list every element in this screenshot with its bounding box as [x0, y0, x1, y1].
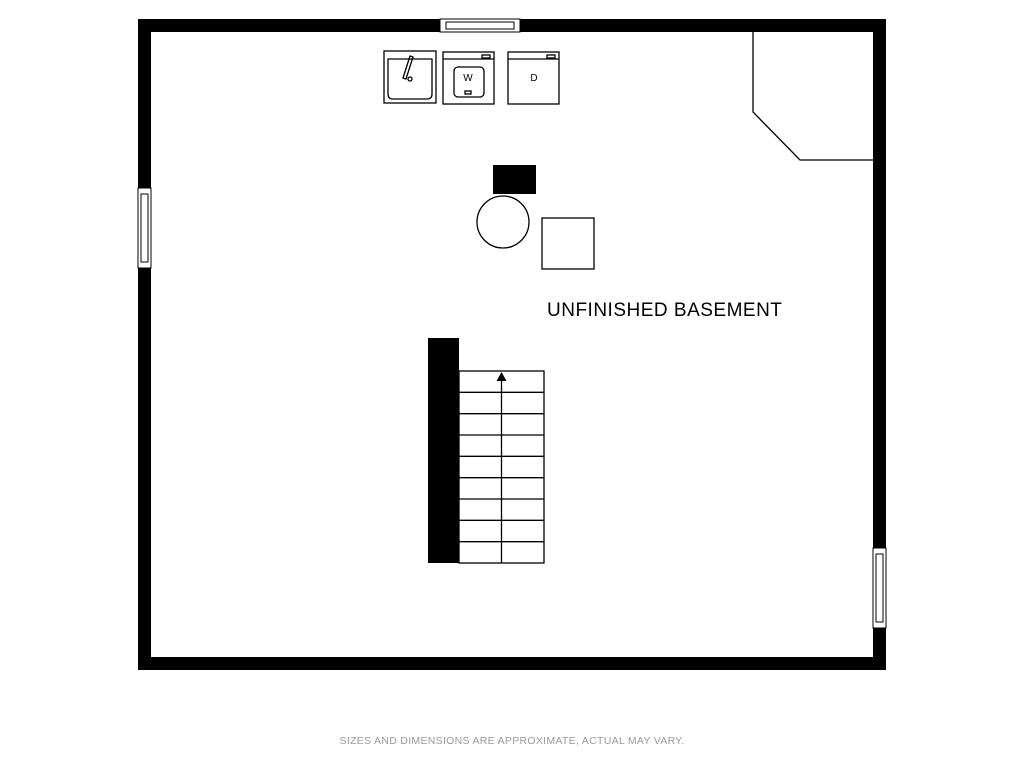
- exterior-walls: [138, 19, 886, 670]
- laundry-sink: [383, 50, 437, 104]
- washer: [442, 51, 495, 105]
- water-heater: [476, 195, 530, 249]
- window-top: [439, 18, 521, 33]
- staircase[interactable]: [458, 370, 545, 564]
- furnace-block: [493, 165, 536, 194]
- utility-box: [541, 217, 595, 270]
- washer-label: W: [463, 73, 473, 84]
- window-right: [872, 547, 887, 629]
- dryer-label: D: [530, 73, 537, 84]
- stair-arrow-up-icon: [496, 372, 507, 381]
- stair-wall: [428, 338, 459, 563]
- disclaimer: SIZES AND DIMENSIONS ARE APPROXIMATE, AC…: [339, 735, 685, 747]
- window-left: [137, 187, 152, 269]
- dryer: [507, 51, 560, 105]
- room-label: UNFINISHED BASEMENT: [547, 300, 783, 321]
- corner-closet: [752, 32, 873, 161]
